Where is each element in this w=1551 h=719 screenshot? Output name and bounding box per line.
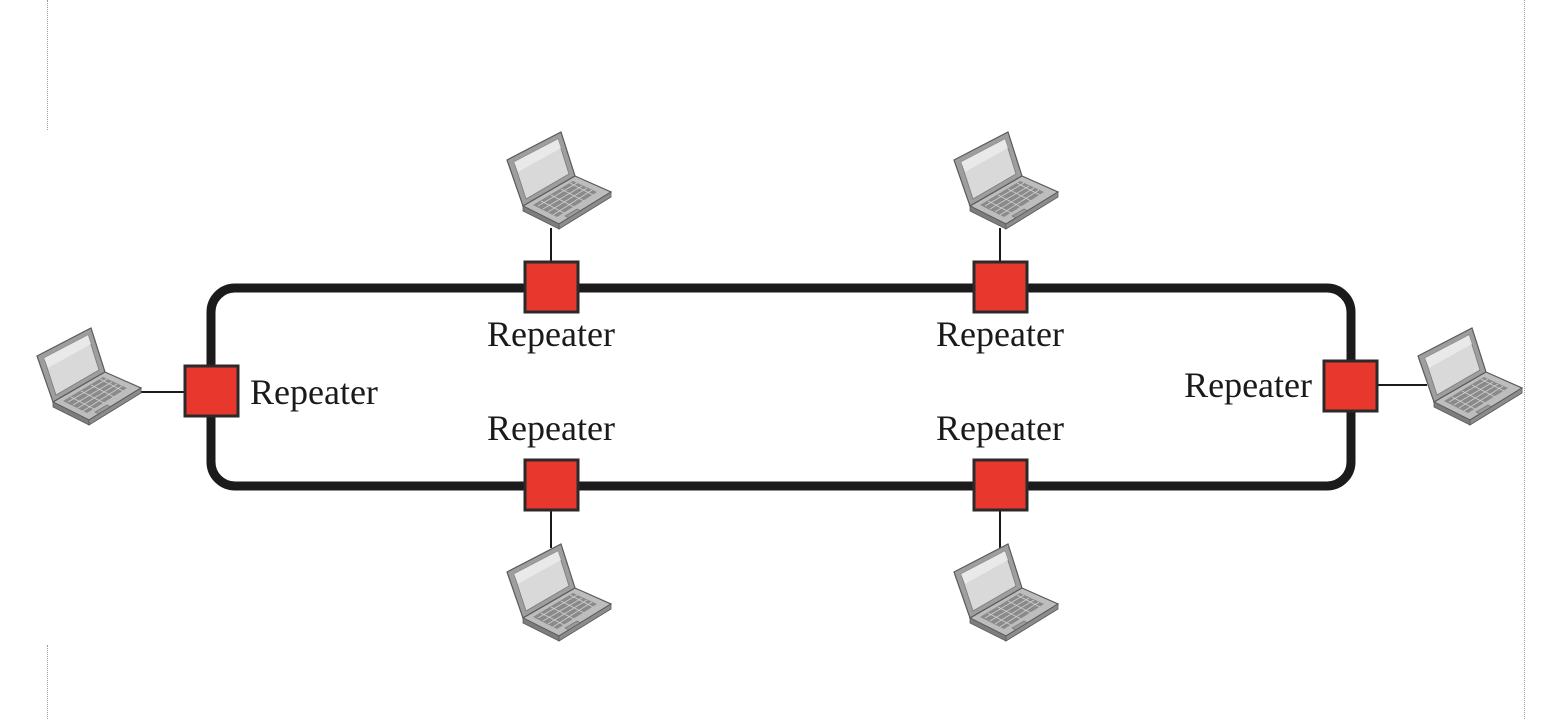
right-edge-guide [1524, 0, 1525, 719]
drop-cables [137, 228, 1427, 548]
label-repeater-right: Repeater [1184, 365, 1312, 405]
laptop-icon [506, 543, 612, 642]
laptop-icon [36, 327, 142, 426]
label-repeater-bottom-left: Repeater [487, 408, 615, 448]
label-repeater-top-left: Repeater [487, 314, 615, 354]
ring-backbone [206, 283, 1356, 491]
laptop-icon [1417, 327, 1523, 426]
repeater-top-right [972, 260, 1029, 314]
repeater-bottom-right [972, 458, 1029, 512]
label-repeater-top-right: Repeater [936, 314, 1064, 354]
left-edge-guide-bottom [47, 645, 48, 719]
label-repeater-left: Repeater [250, 372, 378, 412]
repeater-right [1322, 359, 1379, 413]
repeater-bottom-left [523, 458, 580, 512]
repeater-top-left [523, 260, 580, 314]
repeaters [183, 260, 1379, 512]
laptop-icon [953, 543, 1059, 642]
label-repeater-bottom-right: Repeater [936, 408, 1064, 448]
left-edge-guide-top [47, 0, 48, 130]
laptop-icon [953, 131, 1059, 230]
repeater-left [183, 364, 240, 418]
laptop-icon [506, 131, 612, 230]
